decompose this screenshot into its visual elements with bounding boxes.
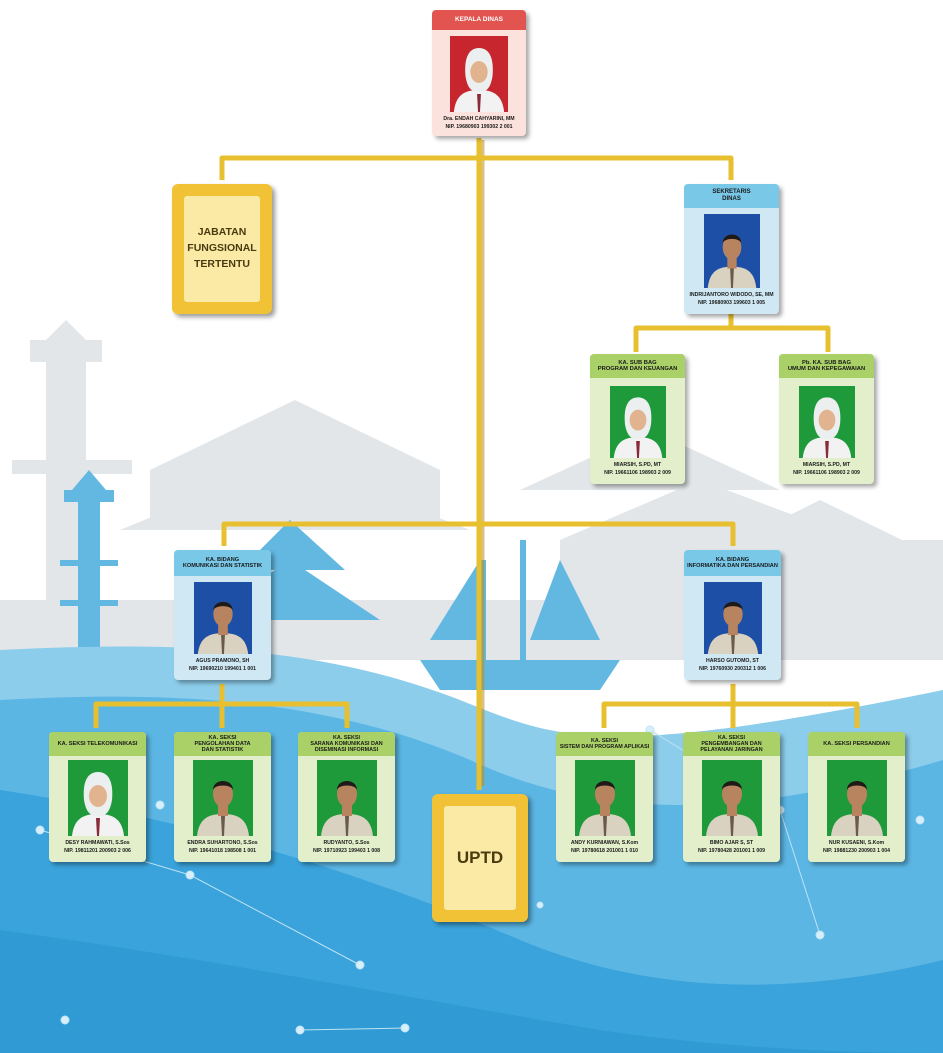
card-title: SEKRETARIS DINAS <box>684 184 779 208</box>
person-name: ANDY KURNIAWAN, S.Kom <box>570 840 639 846</box>
card-title: KA. SUB BAG PROGRAM DAN KEUANGAN <box>590 354 685 378</box>
person-name: ENDRA SUHARTONO, S.Sos <box>187 840 258 846</box>
bidang-card-komunikasi-statistik: KA. BIDANG KOMUNIKASI DAN STATISTIK AGUS… <box>174 550 271 680</box>
portrait-silhouette <box>194 582 252 654</box>
portrait-silhouette <box>704 582 762 654</box>
portrait-photo <box>799 386 855 458</box>
person-name: MIARSIH, S.PD, MT <box>613 462 662 468</box>
card-title: KA. BIDANG KOMUNIKASI DAN STATISTIK <box>174 550 271 576</box>
secretary-card: SEKRETARIS DINAS INDRIJANTORO WIDODO, SE… <box>684 184 779 314</box>
card-title: Pb. KA. SUB BAG UMUM DAN KEPEGAWAIAN <box>779 354 874 378</box>
portrait-photo <box>194 582 252 654</box>
jft-box: JABATAN FUNGSIONAL TERTENTU <box>172 184 272 314</box>
person-name: AGUS PRAMONO, SH <box>195 658 250 664</box>
person-nip: NIP. 19780428 201001 1 009 <box>697 848 766 854</box>
portrait-photo <box>193 760 253 836</box>
portrait-photo <box>450 36 508 112</box>
portrait-silhouette <box>575 760 635 836</box>
person-name: DESY RAHMAWATI, S.Sos <box>65 840 130 846</box>
person-nip: NIP. 19881230 200903 1 004 <box>822 848 891 854</box>
card-title: KA. SEKSI TELEKOMUNIKASI <box>49 732 146 756</box>
portrait-silhouette <box>193 760 253 836</box>
portrait-photo <box>702 760 762 836</box>
person-name: Dra. ENDAH CAHYARINI, MM <box>443 116 515 122</box>
card-title: KA. SEKSI PERSANDIAN <box>808 732 905 756</box>
person-name: INDRIJANTORO WIDODO, SE, MM <box>689 292 774 298</box>
portrait-photo <box>704 582 762 654</box>
subbag-card-umum-kepegawaian: Pb. KA. SUB BAG UMUM DAN KEPEGAWAIAN MIA… <box>779 354 874 484</box>
person-nip: NIP. 19680903 199302 2 001 <box>445 124 513 130</box>
portrait-photo <box>317 760 377 836</box>
person-nip: NIP. 19661106 198903 2 009 <box>793 470 860 476</box>
seksi-card-persandian: KA. SEKSI PERSANDIAN NUR KUSAENI, S.Kom … <box>808 732 905 862</box>
uptd-label: UPTD <box>444 806 516 910</box>
portrait-photo <box>610 386 666 458</box>
person-nip: NIP. 19641018 198508 1 001 <box>188 848 257 854</box>
person-name: BIMO AJAR S, ST <box>709 840 754 846</box>
subbag-card-program-keuangan: KA. SUB BAG PROGRAM DAN KEUANGAN MIARSIH… <box>590 354 685 484</box>
person-nip: NIP. 19760930 200312 1 006 <box>698 666 767 672</box>
portrait-silhouette <box>702 760 762 836</box>
uptd-box: UPTD <box>432 794 528 922</box>
card-title: KA. BIDANG INFORMATIKA DAN PERSANDIAN <box>684 550 781 576</box>
card-title: KA. SEKSI PENGOLAHAN DATA DAN STATISTIK <box>174 732 271 756</box>
person-nip: NIP. 19710923 199403 1 008 <box>312 848 381 854</box>
person-name: NUR KUSAENI, S.Kom <box>828 840 885 846</box>
head-card: KEPALA DINAS Dra. ENDAH CAHYARINI, MM NI… <box>432 10 526 136</box>
seksi-card-telekomunikasi: KA. SEKSI TELEKOMUNIKASI DESY RAHMAWATI,… <box>49 732 146 862</box>
card-title: KEPALA DINAS <box>432 10 526 30</box>
portrait-silhouette <box>610 386 666 458</box>
person-name: RUDYANTO, S.Sos <box>323 840 370 846</box>
person-nip: NIP. 19690210 199401 1 001 <box>188 666 257 672</box>
person-nip: NIP. 19680903 199603 1 005 <box>697 300 766 306</box>
portrait-photo <box>827 760 887 836</box>
portrait-silhouette <box>704 214 760 288</box>
portrait-silhouette <box>450 36 508 112</box>
portrait-silhouette <box>317 760 377 836</box>
portrait-silhouette <box>68 760 128 836</box>
seksi-card-sarana-komunikasi: KA. SEKSI SARANA KOMUNIKASI DAN DISEMINA… <box>298 732 395 862</box>
card-title: KA. SEKSI SARANA KOMUNIKASI DAN DISEMINA… <box>298 732 395 756</box>
portrait-silhouette <box>799 386 855 458</box>
card-title: KA. SEKSI PENGEMBANGAN DAN PELAYANAN JAR… <box>683 732 780 756</box>
person-name: HARSO GUTOMO, ST <box>706 658 759 664</box>
jft-label: JABATAN FUNGSIONAL TERTENTU <box>184 196 260 302</box>
person-nip: NIP. 19811201 200903 2 006 <box>64 848 131 854</box>
seksi-card-pengembangan-jaringan: KA. SEKSI PENGEMBANGAN DAN PELAYANAN JAR… <box>683 732 780 862</box>
portrait-silhouette <box>827 760 887 836</box>
card-title: KA. SEKSI SISTEM DAN PROGRAM APLIKASI <box>556 732 653 756</box>
portrait-photo <box>704 214 760 288</box>
portrait-photo <box>575 760 635 836</box>
bidang-card-informatika-persandian: KA. BIDANG INFORMATIKA DAN PERSANDIAN HA… <box>684 550 781 680</box>
person-nip: NIP. 19661106 198903 2 009 <box>604 470 671 476</box>
seksi-card-sistem-program: KA. SEKSI SISTEM DAN PROGRAM APLIKASI AN… <box>556 732 653 862</box>
person-name: MIARSIH, S.PD, MT <box>802 462 851 468</box>
person-nip: NIP. 19780618 201001 1 010 <box>570 848 639 854</box>
portrait-photo <box>68 760 128 836</box>
seksi-card-pengolahan-data: KA. SEKSI PENGOLAHAN DATA DAN STATISTIK … <box>174 732 271 862</box>
